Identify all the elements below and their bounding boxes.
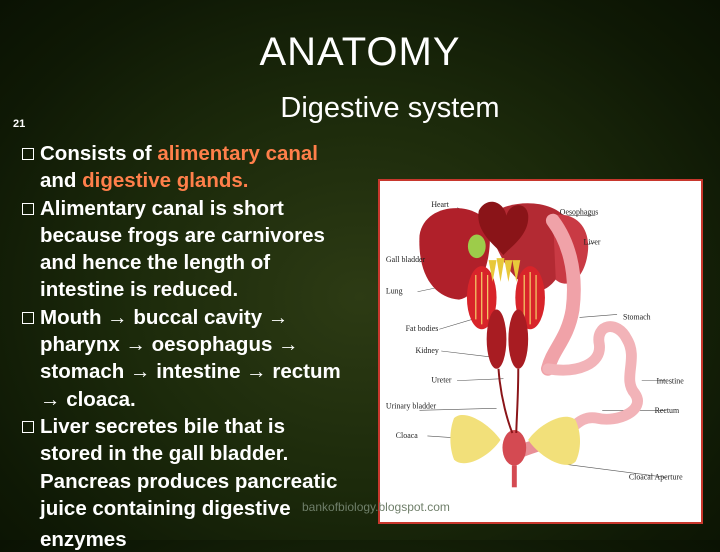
label-liver: Liver xyxy=(583,237,600,246)
label-lung: Lung xyxy=(386,287,403,296)
highlight-text: alimentary canal xyxy=(157,142,318,165)
bullet-text: → cloaca. xyxy=(40,387,136,411)
highlight-text: digestive glands. xyxy=(82,169,249,193)
bullet-text: Consists of xyxy=(40,142,158,165)
label-cloaca: Cloaca xyxy=(396,431,418,440)
bullet-text: Pancreas produces pancreatic xyxy=(40,469,338,493)
bullet-box-icon xyxy=(22,311,34,324)
bullet-text: juice containing digestive xyxy=(40,496,291,520)
label-urinary-bladder: Urinary bladder xyxy=(386,401,437,410)
bullet-item: Consists of alimentary canal and digesti… xyxy=(20,140,390,195)
bullet-box-icon xyxy=(22,420,34,433)
label-fat-bodies: Fat bodies xyxy=(406,324,439,333)
slide-number: 21 xyxy=(13,118,26,130)
slide: ANATOMY Digestive system 21 Consists of … xyxy=(13,30,703,524)
bullet-text: intestine is reduced. xyxy=(40,278,239,302)
label-heart: Heart xyxy=(431,200,449,209)
label-stomach: Stomach xyxy=(623,312,651,321)
diagram-labels-right: Oesophagus Liver Stomach Intestine Rectu… xyxy=(560,208,684,482)
bullet-item: Liver secretes bile that is stored in th… xyxy=(20,413,390,468)
bullet-text: pharynx → oesophagus → xyxy=(40,333,299,357)
bullet-text: Alimentary canal is short xyxy=(40,196,284,220)
digestive-system-diagram: Heart Gall bladder Lung Fat bodies Kidne… xyxy=(378,179,703,524)
bullet-box-icon xyxy=(22,202,34,215)
slide-subtitle: Digestive system xyxy=(280,92,500,124)
label-gall-bladder: Gall bladder xyxy=(386,255,426,264)
bullet-item: Mouth → buccal cavity → pharynx → oesoph… xyxy=(20,304,390,413)
label-intestine: Intestine xyxy=(657,377,685,386)
cutoff-text: enzymes xyxy=(40,528,127,551)
bullet-item: Alimentary canal is short because frogs … xyxy=(20,195,390,304)
bullet-text: and hence the length of xyxy=(40,251,271,275)
bullet-text: stomach → intestine → rectum xyxy=(40,360,341,384)
label-cloacal-aperture: Cloacal Aperture xyxy=(629,472,683,481)
bullet-box-icon xyxy=(22,148,34,160)
bullet-text: stored in the gall bladder. xyxy=(40,442,289,466)
diagram-labels-left: Heart Gall bladder Lung Fat bodies Kidne… xyxy=(386,200,452,440)
label-rectum: Rectum xyxy=(655,406,680,415)
label-ureter: Ureter xyxy=(431,376,452,385)
bullet-continuation: Pancreas produces pancreatic juice conta… xyxy=(20,468,390,523)
bullet-text: Mouth → buccal cavity → xyxy=(40,305,289,329)
slide-title: ANATOMY xyxy=(259,30,461,74)
bullet-text: Liver secretes bile that is xyxy=(40,414,285,438)
bullet-text: because frogs are carnivores xyxy=(40,223,325,247)
frog-anatomy-illustration: Heart Gall bladder Lung Fat bodies Kidne… xyxy=(386,200,684,488)
watermark: bankofbiology.blogspot.com xyxy=(302,500,450,514)
bullet-text: and xyxy=(40,169,83,193)
label-oesophagus: Oesophagus xyxy=(560,208,599,217)
bullet-list: Consists of alimentary canal and digesti… xyxy=(20,140,390,522)
label-kidney: Kidney xyxy=(416,346,439,355)
